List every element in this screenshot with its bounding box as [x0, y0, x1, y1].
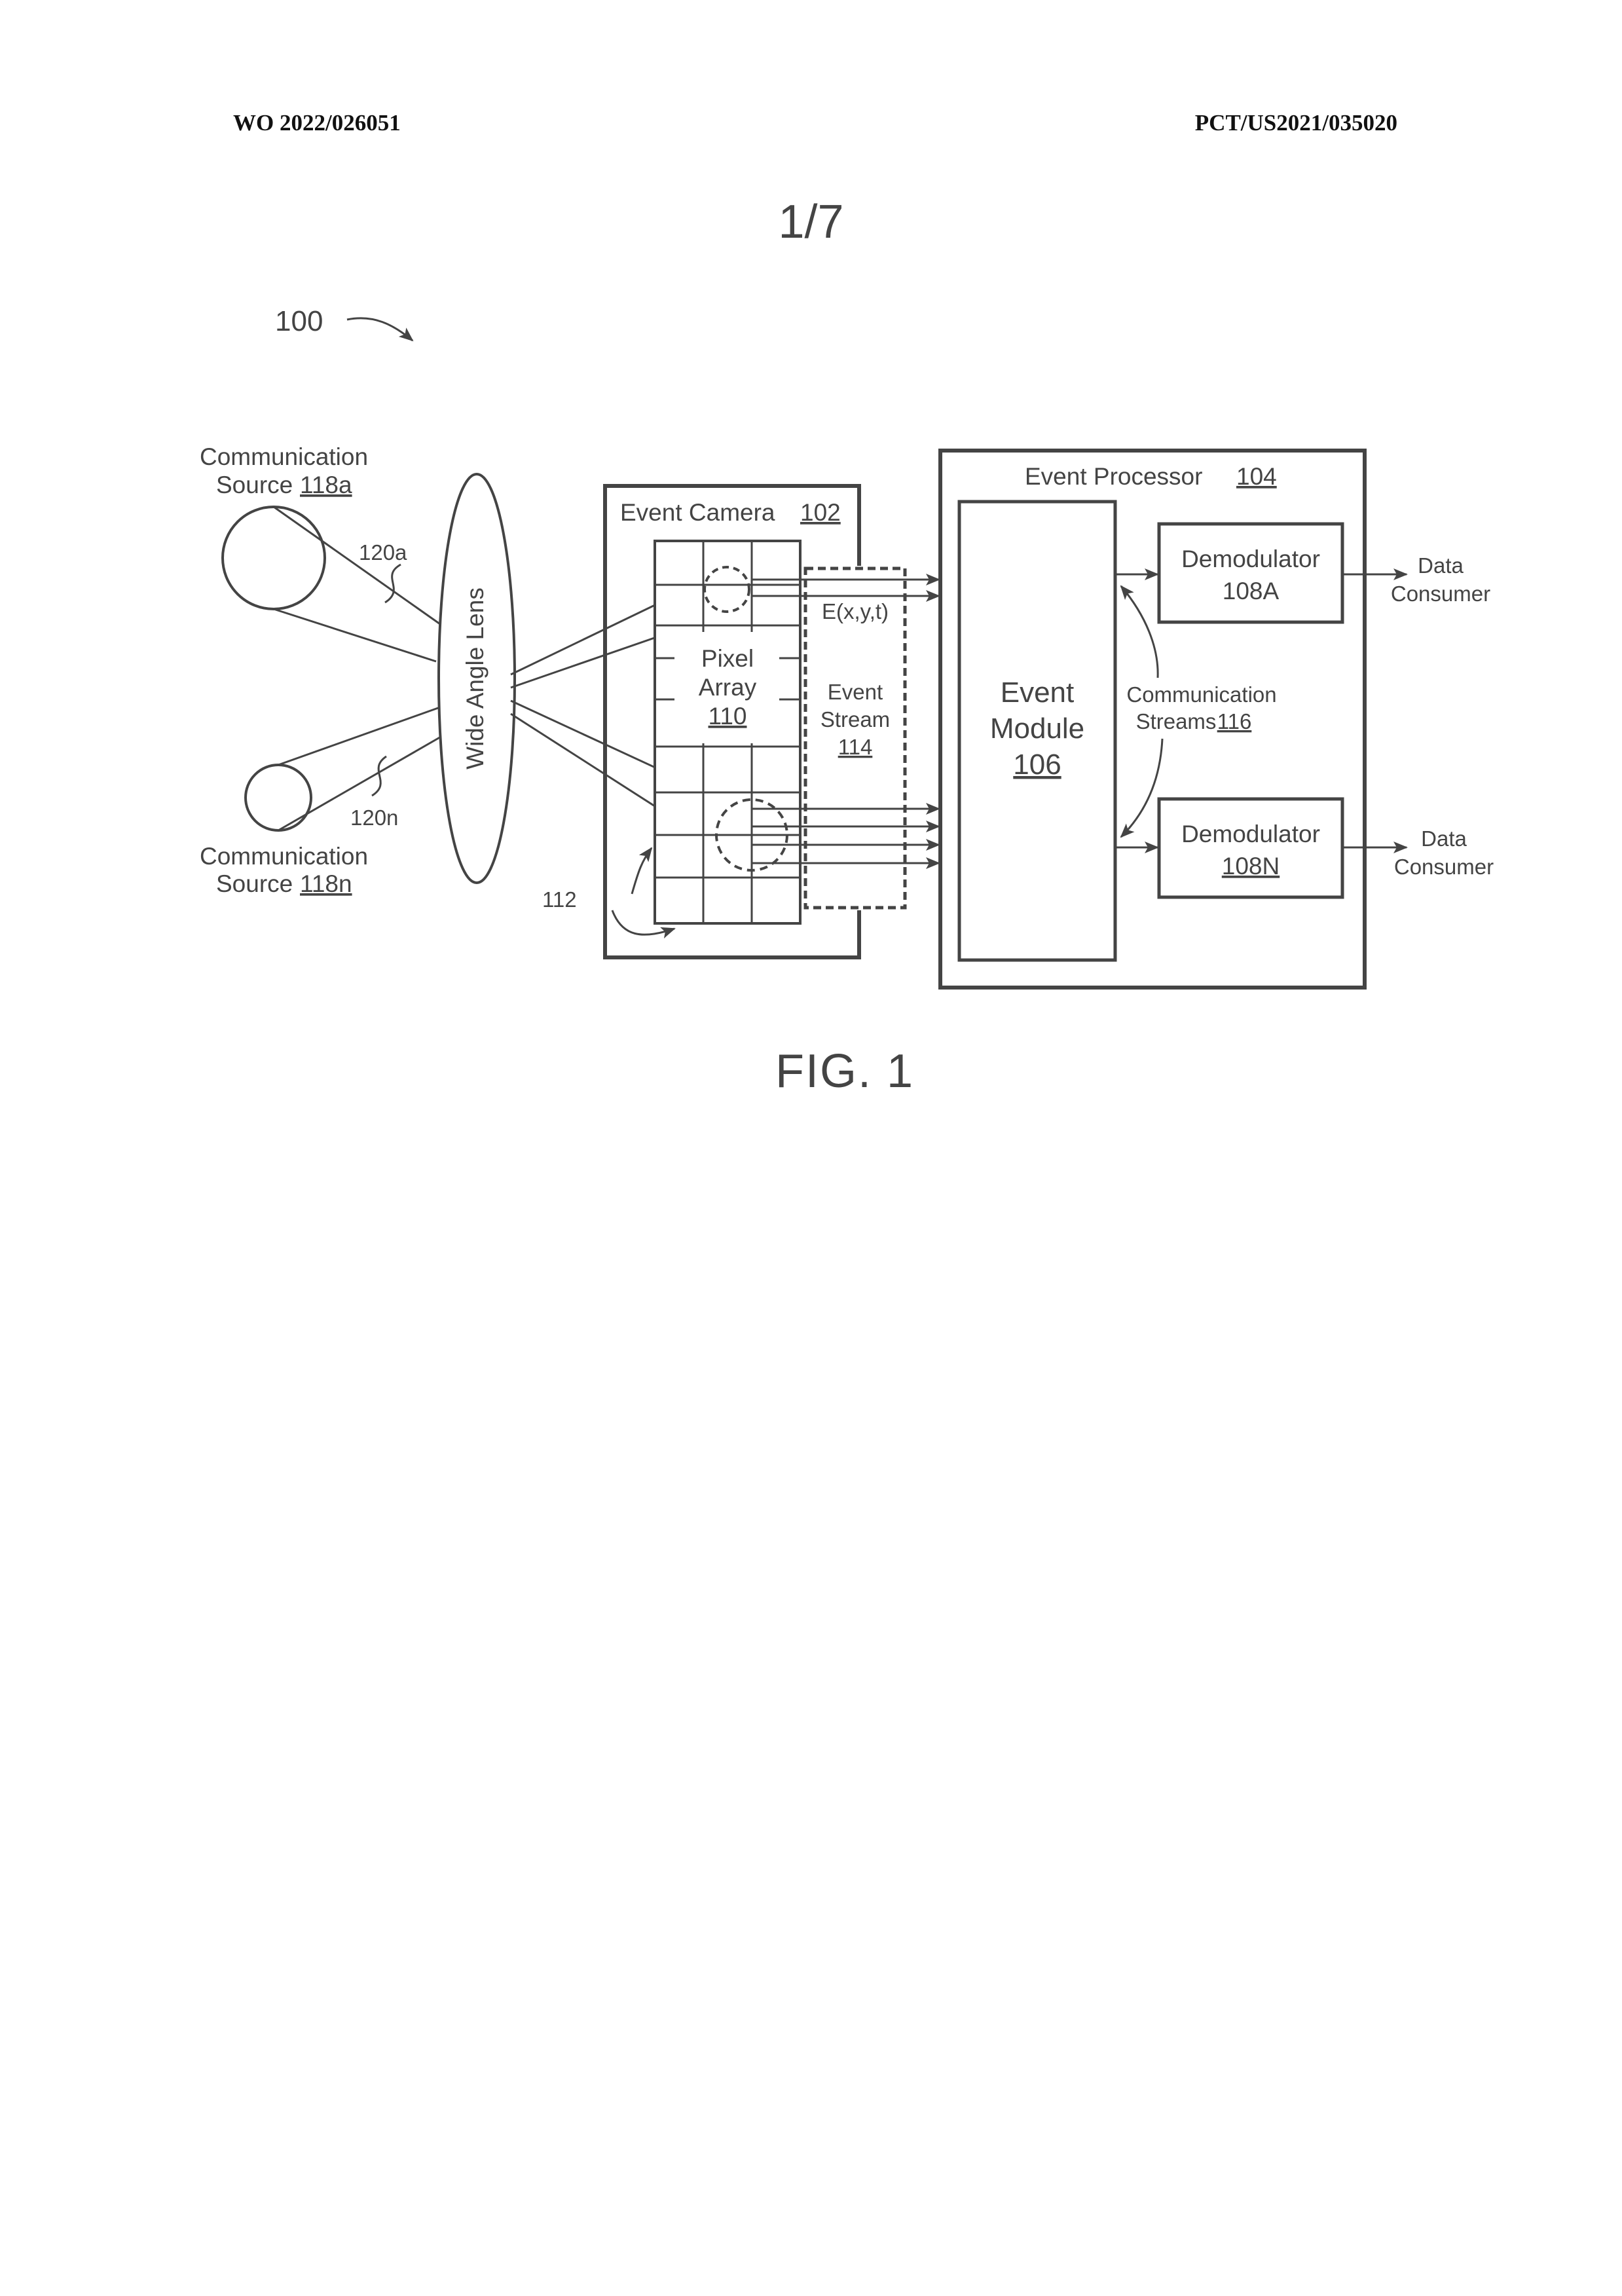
- event-stream-ref: 114: [838, 735, 873, 759]
- pixel-array-ref: 110: [709, 703, 747, 730]
- active-pixel-circle-a: [703, 566, 750, 613]
- event-stream-formula: E(x,y,t): [822, 599, 889, 623]
- system-ref-arrow: [346, 317, 414, 342]
- beam-n-ref: 120n: [350, 805, 398, 830]
- event-module-line2: Module: [990, 713, 1084, 745]
- source-a-line2: Source: [216, 472, 293, 498]
- demodulator-a-label: Demodulator: [1181, 546, 1320, 572]
- processor-border: [938, 449, 1367, 990]
- pixel-array-line2: Array: [699, 674, 757, 701]
- data-consumer-n: Data Consumer: [1342, 826, 1494, 879]
- event-module-line1: Event: [1001, 676, 1075, 709]
- active-pixel-circle-n: [715, 798, 788, 872]
- beam-a-leader: [384, 563, 401, 604]
- pixel-ref-arrow-2: [631, 847, 653, 895]
- consumer-n-line2: Consumer: [1394, 855, 1494, 879]
- processor-ref: 104: [1236, 463, 1277, 490]
- event-stream-line1: Event: [828, 680, 883, 704]
- lens-ellipse: [437, 473, 516, 884]
- event-stream: E(x,y,t) Event Stream 114: [803, 566, 907, 910]
- publication-number: WO 2022/026051: [233, 110, 401, 136]
- system-ref-label: 100: [275, 305, 323, 337]
- comm-streams-arrow-up: [1120, 585, 1159, 678]
- wide-angle-lens: Wide Angle Lens: [437, 473, 516, 884]
- demodulator-n-ref: 108N: [1222, 853, 1280, 880]
- communication-source-118n: 120n Communication Source 118n: [200, 706, 447, 897]
- consumer-a-line1: Data: [1418, 553, 1464, 578]
- comm-streams-ref: 116: [1217, 709, 1252, 733]
- demodulator-a-box: [1157, 522, 1344, 624]
- source-n-circle: [244, 764, 312, 832]
- figure-caption: FIG. 1: [775, 1045, 915, 1098]
- pixel-ref: 112: [542, 887, 577, 912]
- pixel-array-grid: Pixel Array 110: [654, 540, 802, 925]
- demodulator-n-box: [1157, 797, 1344, 899]
- beam-a-bottom: [273, 608, 437, 663]
- processor-title: Event Processor: [1025, 463, 1202, 490]
- sheet-number: 1/7: [778, 196, 844, 248]
- application-number: PCT/US2021/035020: [1194, 110, 1397, 136]
- beam-a-ref: 120a: [359, 540, 407, 565]
- camera-border: [603, 484, 861, 959]
- source-n-line2: Source: [216, 870, 293, 897]
- camera-ref: 102: [800, 499, 841, 526]
- event-processor: Event Processor 104 Event Module 106 Dem…: [938, 449, 1367, 990]
- comm-streams-line2: Streams: [1136, 709, 1217, 733]
- event-stream-arrows: [752, 574, 940, 869]
- event-module-box: [957, 500, 1117, 962]
- comm-streams-line1: Communication: [1126, 682, 1276, 707]
- communication-source-118a: Communication Source 118a 120a: [200, 443, 447, 663]
- pixel-array-line1: Pixel: [701, 645, 754, 672]
- consumer-n-line1: Data: [1421, 826, 1467, 851]
- lens-label: Wide Angle Lens: [462, 587, 488, 769]
- data-consumer-a: Data Consumer: [1342, 553, 1490, 606]
- demodulator-a-ref: 108A: [1223, 578, 1280, 604]
- event-module-ref: 106: [1013, 749, 1061, 781]
- beam-a-top: [273, 506, 447, 630]
- consumer-a-line2: Consumer: [1391, 582, 1490, 606]
- source-a-line1: Communication: [200, 443, 368, 470]
- comm-streams-arrow-down: [1120, 738, 1164, 838]
- source-a-ref: 118a: [300, 472, 352, 498]
- beam-n-leader: [371, 755, 387, 797]
- beam-n-top: [278, 706, 441, 766]
- demodulator-n-label: Demodulator: [1181, 821, 1320, 847]
- source-n-line1: Communication: [200, 843, 368, 870]
- event-stream-box: [803, 566, 907, 910]
- source-n-ref: 118n: [300, 870, 352, 897]
- event-stream-line2: Stream: [820, 707, 890, 731]
- source-a-circle: [221, 506, 326, 610]
- camera-title: Event Camera: [620, 499, 775, 526]
- beam-n-bottom: [278, 732, 447, 832]
- event-camera: Event Camera 102 Pixel Arr: [542, 484, 861, 959]
- pixel-ref-arrow: [611, 910, 676, 938]
